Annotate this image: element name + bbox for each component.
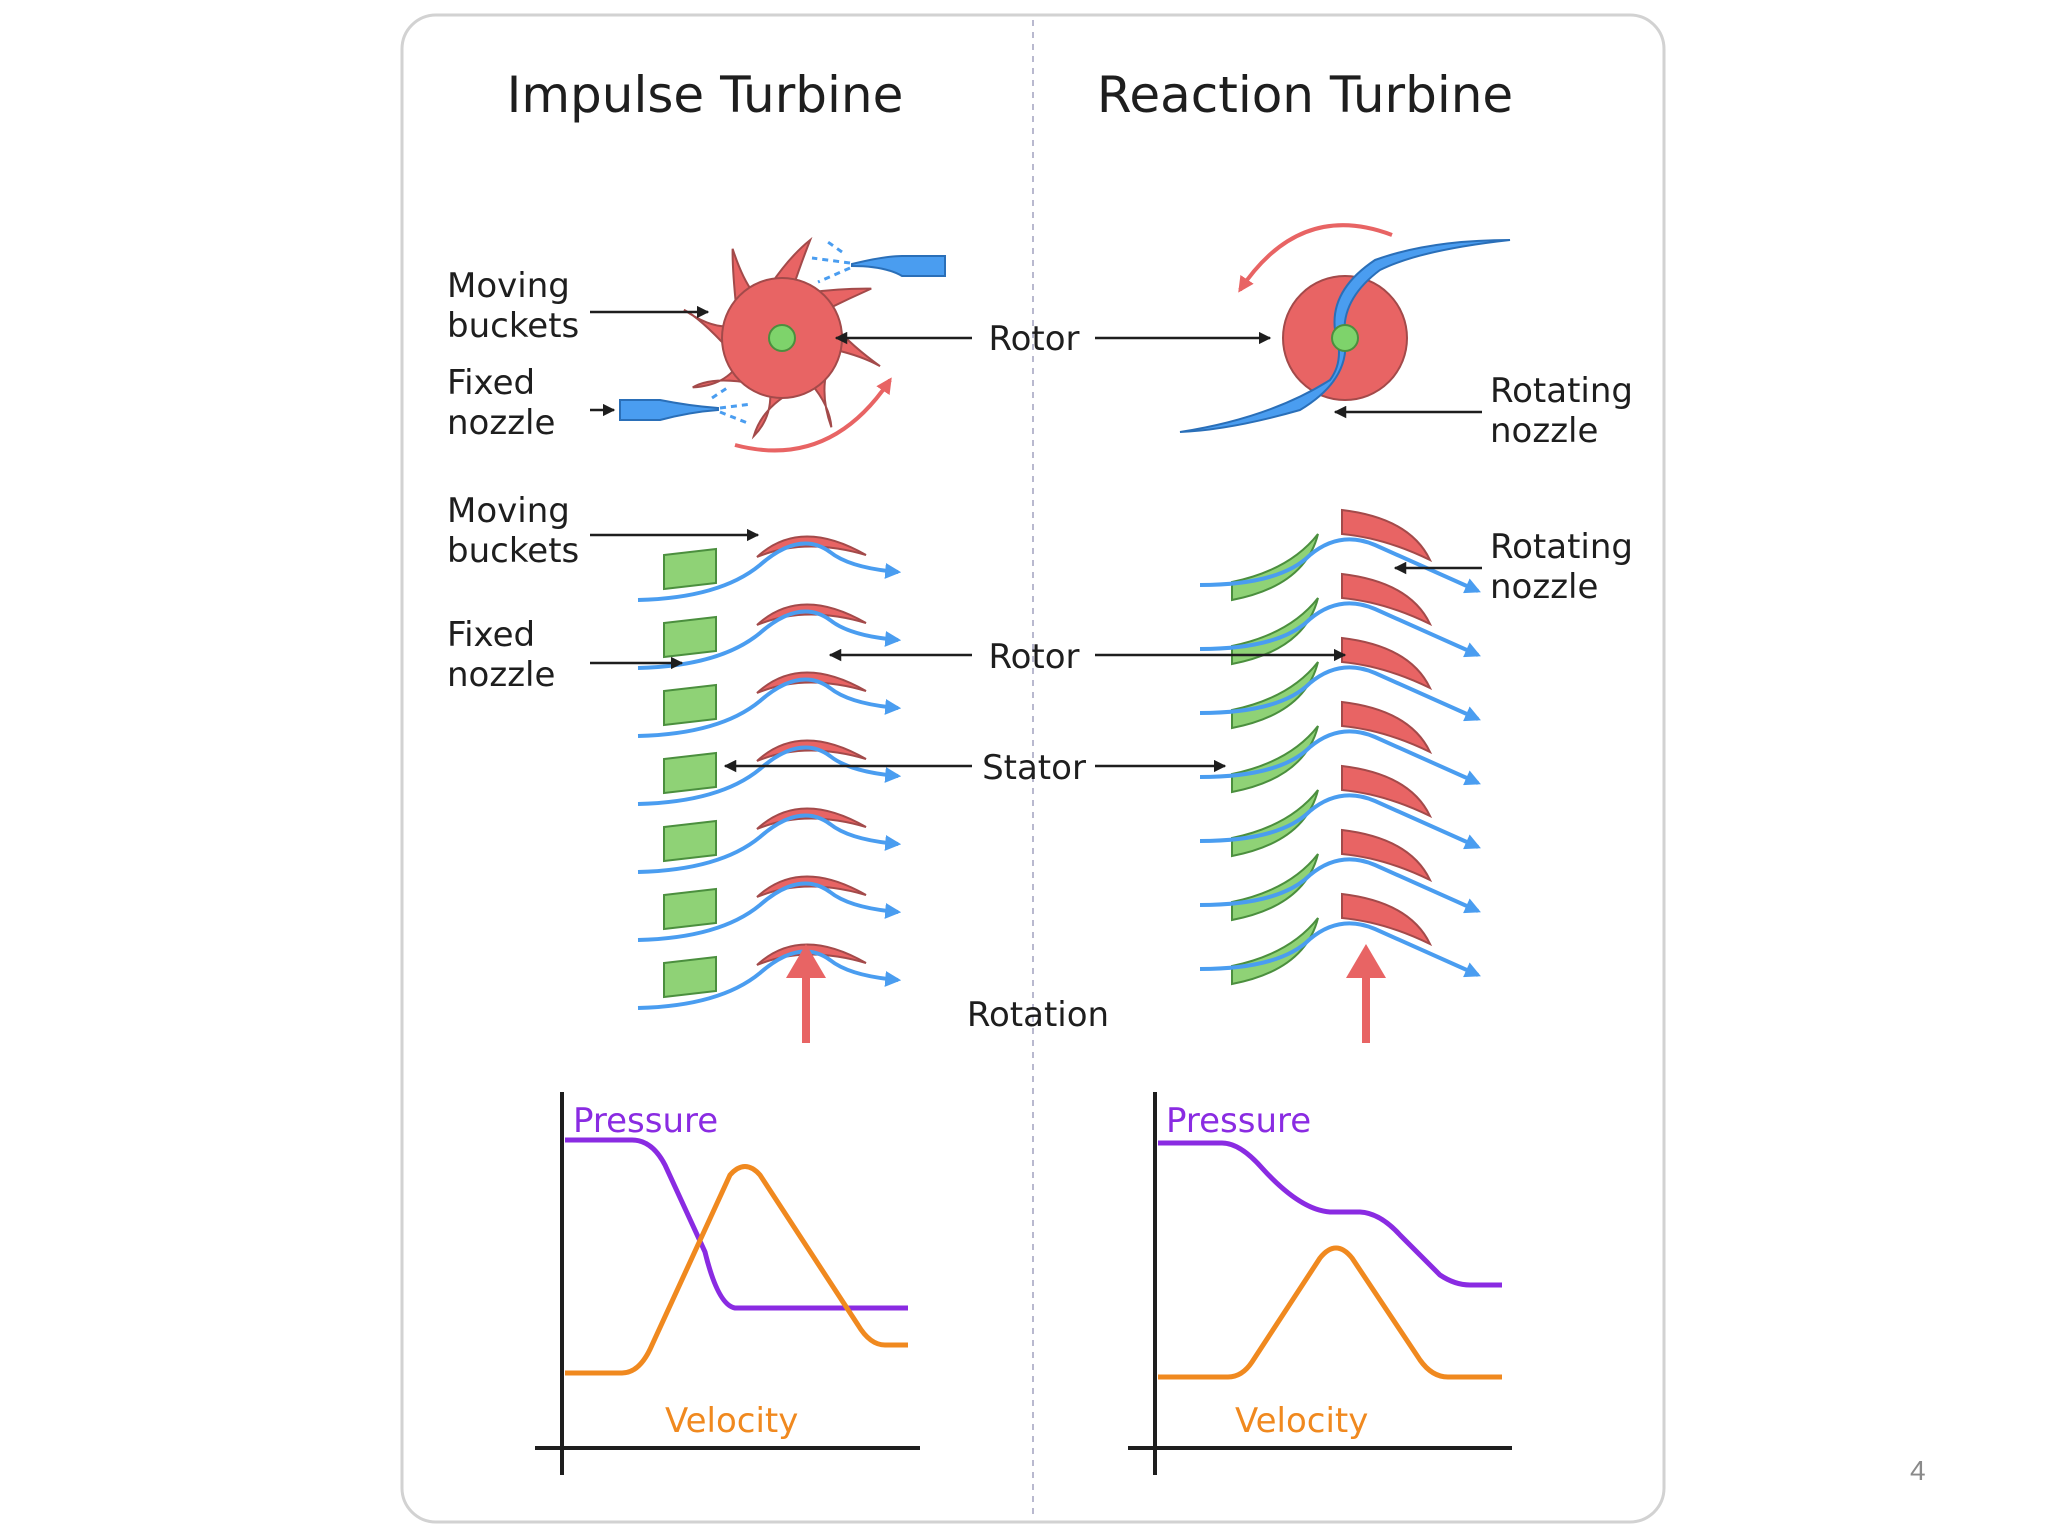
label-stator: Stator bbox=[982, 748, 1086, 788]
reaction-rotor-blade bbox=[1341, 892, 1433, 947]
label-moving-buckets-top: Moving buckets bbox=[447, 266, 581, 346]
reaction-rotor-blade bbox=[1341, 764, 1433, 819]
label-rotor-mid: Rotor bbox=[988, 637, 1079, 677]
page-number: 4 bbox=[1910, 1455, 1926, 1486]
reaction-rotor-blade bbox=[1341, 572, 1433, 627]
label-rotating-nozzle-cascade: Rotating nozzle bbox=[1490, 527, 1644, 607]
reaction-rotor-blade bbox=[1341, 700, 1433, 755]
impulse-stator-blade bbox=[663, 751, 717, 795]
impulse-stator-blade bbox=[663, 819, 717, 863]
impulse-rotation-direction-arrow bbox=[786, 944, 826, 1043]
reaction-rotation-direction-arrow bbox=[1346, 944, 1386, 1043]
impulse-steam-flow bbox=[637, 881, 902, 942]
reaction-steam-flow bbox=[1199, 857, 1481, 914]
impulse-rotor-bucket bbox=[751, 389, 795, 440]
reaction-stator-blade bbox=[1231, 661, 1319, 730]
reaction-stator-blade bbox=[1231, 533, 1319, 602]
reaction-steam-flow bbox=[1199, 601, 1481, 658]
reaction-rotor-blade bbox=[1341, 828, 1433, 883]
reaction-stator-blade bbox=[1231, 917, 1319, 986]
reaction-rotor-blade bbox=[1341, 508, 1433, 563]
impulse-rotor-bucket bbox=[768, 236, 813, 287]
impulse-stator-blade bbox=[663, 615, 717, 659]
impulse-stator-blade bbox=[663, 887, 717, 931]
reaction-steam-flow bbox=[1199, 729, 1481, 786]
impulse-stator-blade bbox=[663, 955, 717, 999]
impulse-steam-flow bbox=[637, 949, 902, 1010]
impulse-pressure-label: Pressure bbox=[573, 1101, 718, 1141]
reaction-rotor-blade bbox=[1341, 636, 1433, 691]
impulse-steam-flow bbox=[637, 813, 902, 874]
reaction-steam-flow bbox=[1199, 665, 1481, 722]
label-fixed-nozzle-top: Fixed nozzle bbox=[447, 363, 555, 443]
reaction-steam-flow bbox=[1199, 921, 1481, 978]
impulse-nozzle-right bbox=[811, 238, 946, 284]
impulse-velocity-label: Velocity bbox=[665, 1401, 798, 1441]
label-rotating-nozzle-top: Rotating nozzle bbox=[1490, 371, 1644, 451]
impulse-rotation-arrow bbox=[734, 377, 892, 453]
reaction-pressure-curve bbox=[1158, 1140, 1502, 1288]
reaction-rotor bbox=[1179, 239, 1511, 433]
reaction-stator-blade bbox=[1231, 853, 1319, 922]
reaction-velocity-label: Velocity bbox=[1235, 1401, 1368, 1441]
impulse-rotor bbox=[683, 236, 881, 440]
impulse-steam-flow bbox=[637, 609, 902, 670]
reaction-rotating-nozzle bbox=[1179, 239, 1511, 433]
reaction-velocity-curve bbox=[1158, 1245, 1502, 1380]
label-rotor-top: Rotor bbox=[988, 319, 1079, 359]
impulse-steam-flow bbox=[637, 745, 902, 806]
impulse-stator-blade bbox=[663, 547, 717, 591]
label-fixed-nozzle-cascade: Fixed nozzle bbox=[447, 615, 555, 695]
reaction-steam-flow bbox=[1199, 793, 1481, 850]
impulse-stator-blade bbox=[663, 683, 717, 727]
impulse-title: Impulse Turbine bbox=[507, 66, 904, 124]
reaction-rotor-hub bbox=[1331, 324, 1359, 352]
reaction-blade-cascade bbox=[1199, 508, 1481, 986]
impulse-nozzle-left bbox=[619, 384, 753, 426]
reaction-stator-blade bbox=[1231, 789, 1319, 858]
label-moving-buckets-cascade: Moving buckets bbox=[447, 491, 581, 571]
reaction-title: Reaction Turbine bbox=[1097, 66, 1513, 124]
label-rotation: Rotation bbox=[967, 995, 1109, 1035]
impulse-blade-cascade bbox=[637, 535, 902, 1010]
impulse-pressure-curve bbox=[565, 1137, 908, 1311]
impulse-rotor-hub bbox=[768, 324, 796, 352]
impulse-steam-flow bbox=[637, 541, 902, 602]
reaction-graph: Pressure Velocity bbox=[1128, 1092, 1512, 1475]
impulse-steam-flow bbox=[637, 677, 902, 738]
impulse-velocity-curve bbox=[565, 1164, 908, 1376]
reaction-stator-blade bbox=[1231, 725, 1319, 794]
impulse-graph: Pressure Velocity bbox=[535, 1092, 920, 1475]
reaction-pressure-label: Pressure bbox=[1166, 1101, 1311, 1141]
impulse-rotor-bucket bbox=[683, 308, 731, 353]
reaction-rotation-arrow bbox=[1238, 223, 1393, 293]
